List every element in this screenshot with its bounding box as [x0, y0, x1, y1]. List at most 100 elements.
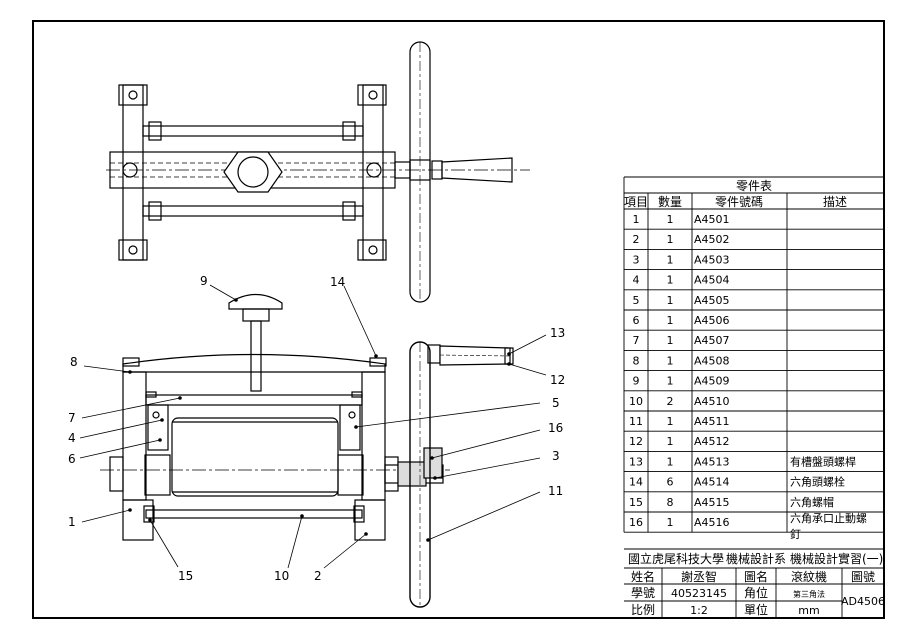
callout-15: 15 [178, 569, 193, 583]
row-part-number: A4515 [694, 496, 730, 509]
row-description: 六角螺帽 [790, 496, 834, 509]
row-part-number: A4509 [694, 375, 730, 388]
row-item: 7 [633, 334, 640, 347]
table-row: 10 2 A4510 [629, 395, 730, 408]
front-view [100, 293, 514, 608]
callout-1: 1 [68, 515, 76, 529]
row-item: 4 [633, 274, 640, 287]
department: 機械設計系 [726, 551, 786, 566]
callout-leaders [79, 284, 547, 569]
row-item: 1 [633, 213, 640, 226]
row-qty: 1 [667, 516, 674, 529]
unit: mm [798, 604, 819, 617]
callout-12: 12 [550, 373, 565, 387]
row-description: 六角頭螺栓 [790, 475, 845, 489]
parts-table-grid [623, 176, 885, 618]
row-qty: 1 [667, 253, 674, 266]
row-item: 13 [629, 455, 643, 468]
row-item: 15 [629, 496, 643, 509]
table-row: 3 1 A4503 [633, 253, 730, 266]
row-part-number: A4514 [694, 476, 730, 489]
drawing-number: AD4506 [841, 595, 885, 608]
angle-label: 角位 [744, 585, 768, 600]
row-qty: 1 [667, 375, 674, 388]
callout-5: 5 [552, 396, 560, 410]
drawing-name: 滾紋機 [791, 569, 827, 584]
table-row: 15 8 A4515 六角螺帽 [629, 496, 834, 509]
unit-label: 單位 [744, 602, 768, 617]
row-part-number: A4513 [694, 455, 730, 468]
row-qty: 6 [667, 476, 674, 489]
course-name: 機械設計實習(一) [790, 551, 883, 566]
row-qty: 1 [667, 415, 674, 428]
row-item: 16 [629, 516, 643, 529]
row-part-number: A4502 [694, 233, 730, 246]
callout-3: 3 [552, 449, 560, 463]
header-desc: 描述 [823, 195, 847, 209]
callout-13: 13 [550, 326, 565, 340]
row-item: 10 [629, 395, 643, 408]
callout-labels: 9 14 8 7 4 6 1 15 10 2 5 16 3 11 13 12 [68, 274, 565, 583]
row-item: 8 [633, 354, 640, 367]
callout-7: 7 [68, 411, 76, 425]
row-qty: 1 [667, 455, 674, 468]
row-part-number: A4510 [694, 395, 730, 408]
table-row: 13 1 A4513 有槽盤頭螺桿 [629, 454, 856, 468]
student-id: 40523145 [671, 587, 727, 600]
callout-14: 14 [330, 275, 345, 289]
row-part-number: A4506 [694, 314, 730, 327]
projection-angle: 第三角法 [793, 589, 825, 599]
row-part-number: A4501 [694, 213, 730, 226]
row-qty: 1 [667, 274, 674, 287]
row-item: 14 [629, 476, 643, 489]
name-label: 姓名 [631, 569, 655, 584]
scale-label: 比例 [631, 603, 655, 617]
row-part-number: A4507 [694, 334, 730, 347]
row-qty: 1 [667, 233, 674, 246]
drawing-no-label: 圖號 [851, 570, 875, 584]
parts-table-title: 零件表 [736, 179, 772, 193]
row-item: 6 [633, 314, 640, 327]
row-qty: 1 [667, 334, 674, 347]
header-item: 項目 [624, 195, 648, 209]
row-description-cont: 釘 [790, 527, 801, 541]
title-block-grid [624, 548, 884, 618]
row-qty: 2 [667, 395, 674, 408]
drawing-name-label: 圖名 [744, 569, 768, 584]
row-part-number: A4511 [694, 415, 730, 428]
school-name: 國立虎尾科技大學 [628, 551, 724, 566]
row-description: 六角承口止動螺 [790, 511, 867, 525]
callout-6: 6 [68, 452, 76, 466]
top-view [106, 41, 530, 303]
table-row: 14 6 A4514 六角頭螺栓 [629, 475, 845, 489]
row-description: 有槽盤頭螺桿 [790, 454, 856, 468]
row-part-number: A4512 [694, 435, 730, 448]
row-qty: 1 [667, 354, 674, 367]
row-part-number: A4508 [694, 354, 730, 367]
table-row: 1 1 A4501 [633, 213, 730, 226]
callout-4: 4 [68, 431, 76, 445]
row-item: 3 [633, 253, 640, 266]
title-block: 國立虎尾科技大學 機械設計系 機械設計實習(一) 姓名 謝丞智 圖名 滾紋機 圖… [624, 548, 885, 618]
callout-9: 9 [200, 274, 208, 288]
sheet-border [32, 20, 885, 619]
table-row: 8 1 A4508 [633, 354, 730, 367]
row-part-number: A4516 [694, 516, 730, 529]
row-part-number: A4503 [694, 253, 730, 266]
callout-10: 10 [274, 569, 289, 583]
row-part-number: A4505 [694, 294, 730, 307]
row-item: 12 [629, 435, 643, 448]
row-qty: 8 [667, 496, 674, 509]
row-qty: 1 [667, 213, 674, 226]
row-qty: 1 [667, 294, 674, 307]
callout-8: 8 [70, 355, 78, 369]
